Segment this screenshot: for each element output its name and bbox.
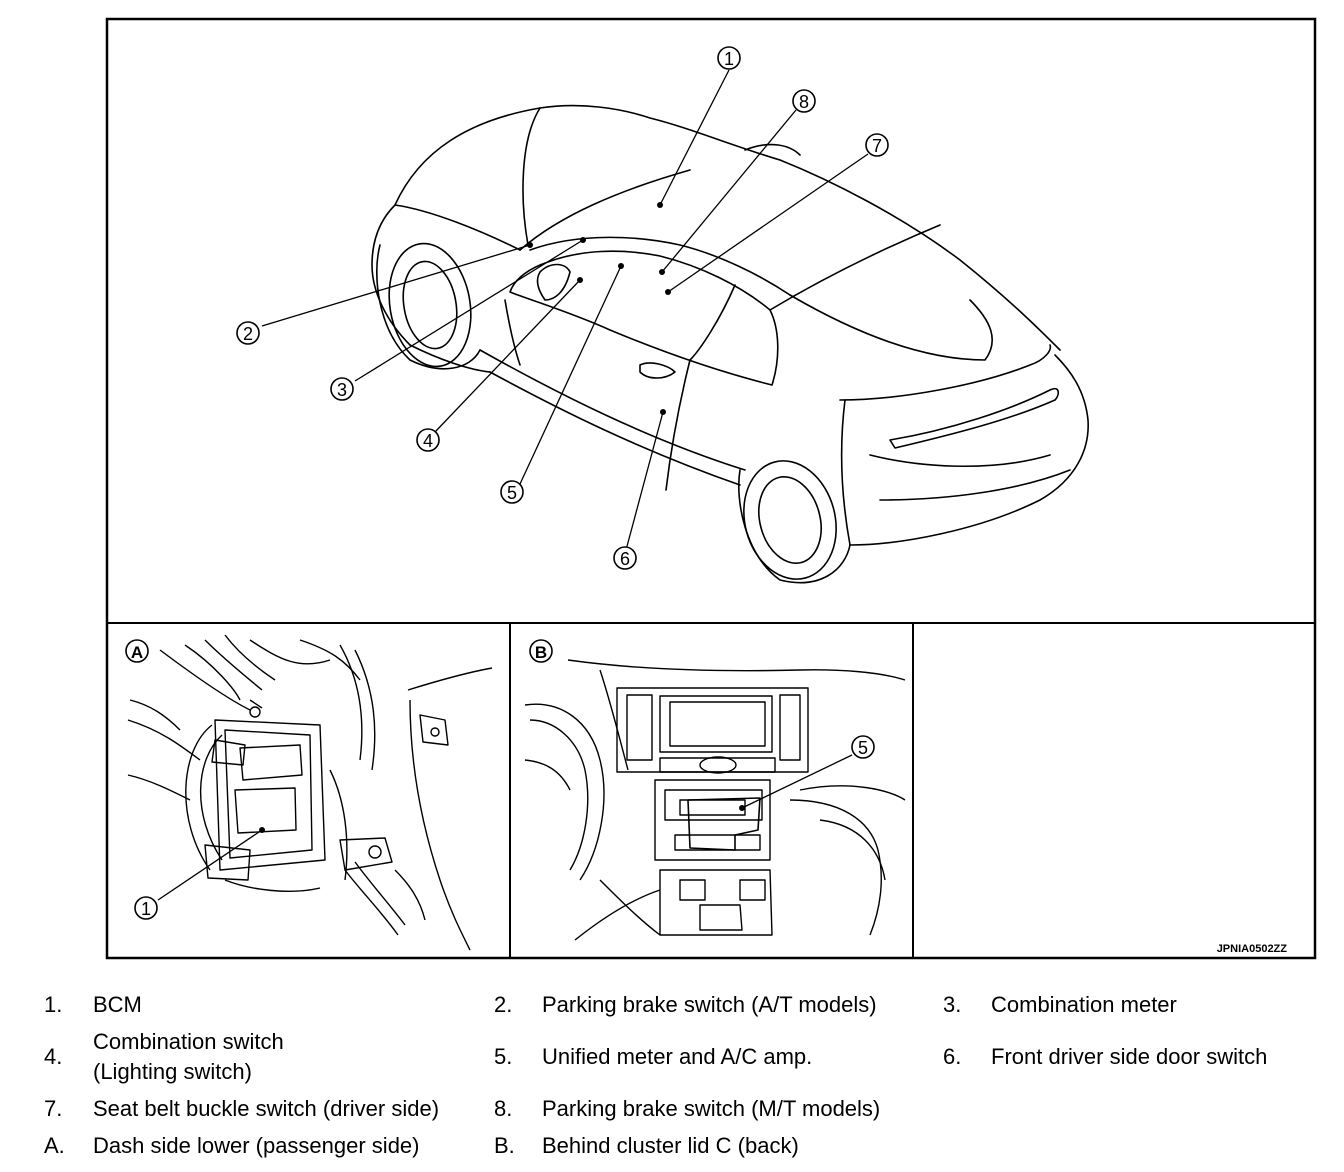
svg-text:5: 5: [507, 483, 517, 503]
figure-code: JPNIA0502ZZ: [1217, 943, 1288, 955]
panel-b: B: [524, 639, 906, 941]
legend-key-6: 6.: [943, 1044, 962, 1069]
panel-a-drawing: [127, 634, 493, 951]
svg-text:1: 1: [141, 899, 151, 919]
legend-key-8: 8.: [494, 1096, 513, 1121]
panel-a-dot: [259, 827, 265, 833]
legend-text-2: Parking brake switch (A/T models): [542, 992, 877, 1017]
legend-text-b: Behind cluster lid C (back): [542, 1133, 799, 1158]
callout-3: 3: [330, 377, 354, 401]
panel-a-leader: [157, 829, 263, 901]
panel-a-tag: A: [125, 639, 149, 663]
legend: 1. BCM 2. Parking brake switch (A/T mode…: [0, 980, 1344, 1170]
legend-text-a: Dash side lower (passenger side): [93, 1133, 420, 1158]
legend-text-5: Unified meter and A/C amp.: [542, 1044, 813, 1069]
legend-key-2: 2.: [494, 992, 513, 1017]
svg-text:1: 1: [724, 49, 734, 69]
panel-b-callout-5: 5: [851, 735, 875, 759]
panel-b-leader: [741, 754, 853, 809]
callout-5: 5: [500, 480, 524, 504]
legend-key-5: 5.: [494, 1044, 513, 1069]
legend-text-3: Combination meter: [991, 992, 1177, 1017]
legend-text-7: Seat belt buckle switch (driver side): [93, 1096, 440, 1121]
callout-8: 8: [792, 89, 816, 113]
legend-text-6: Front driver side door switch: [991, 1044, 1268, 1069]
legend-text-1: BCM: [93, 992, 142, 1017]
legend-key-a: A.: [44, 1133, 65, 1158]
diagram-frame: [105, 17, 1317, 960]
callout-4: 4: [416, 428, 440, 452]
svg-text:5: 5: [858, 738, 868, 758]
svg-text:3: 3: [337, 380, 347, 400]
car-location-dots: [527, 202, 671, 415]
legend-text-8: Parking brake switch (M/T models): [542, 1096, 881, 1121]
component-location-diagram: 1 8 7 2 3 4 5 6 A: [105, 17, 1317, 960]
callout-2: 2: [236, 321, 260, 345]
legend-key-3: 3.: [943, 992, 962, 1017]
legend-text-4-line2: (Lighting switch): [93, 1059, 252, 1084]
callout-1: 1: [717, 46, 741, 70]
svg-text:2: 2: [243, 324, 253, 344]
car-leader-lines: [261, 69, 869, 551]
car-illustration: [371, 104, 1089, 584]
panel-b-drawing: [524, 659, 906, 941]
callout-7: 7: [865, 133, 889, 157]
svg-text:4: 4: [423, 431, 433, 451]
svg-text:A: A: [131, 643, 143, 662]
callout-6: 6: [613, 546, 637, 570]
panel-a: A: [125, 634, 493, 951]
panel-b-tag: B: [529, 639, 553, 663]
svg-text:8: 8: [799, 92, 809, 112]
panel-b-dot: [739, 805, 745, 811]
legend-key-1: 1.: [44, 992, 63, 1017]
legend-key-b: B.: [494, 1133, 515, 1158]
svg-text:6: 6: [620, 549, 630, 569]
legend-text-4-line1: Combination switch: [93, 1029, 284, 1054]
svg-text:7: 7: [872, 136, 882, 156]
panel-a-callout-1: 1: [134, 896, 158, 920]
svg-text:B: B: [535, 643, 547, 662]
legend-key-4: 4.: [44, 1044, 63, 1069]
legend-key-7: 7.: [44, 1096, 63, 1121]
